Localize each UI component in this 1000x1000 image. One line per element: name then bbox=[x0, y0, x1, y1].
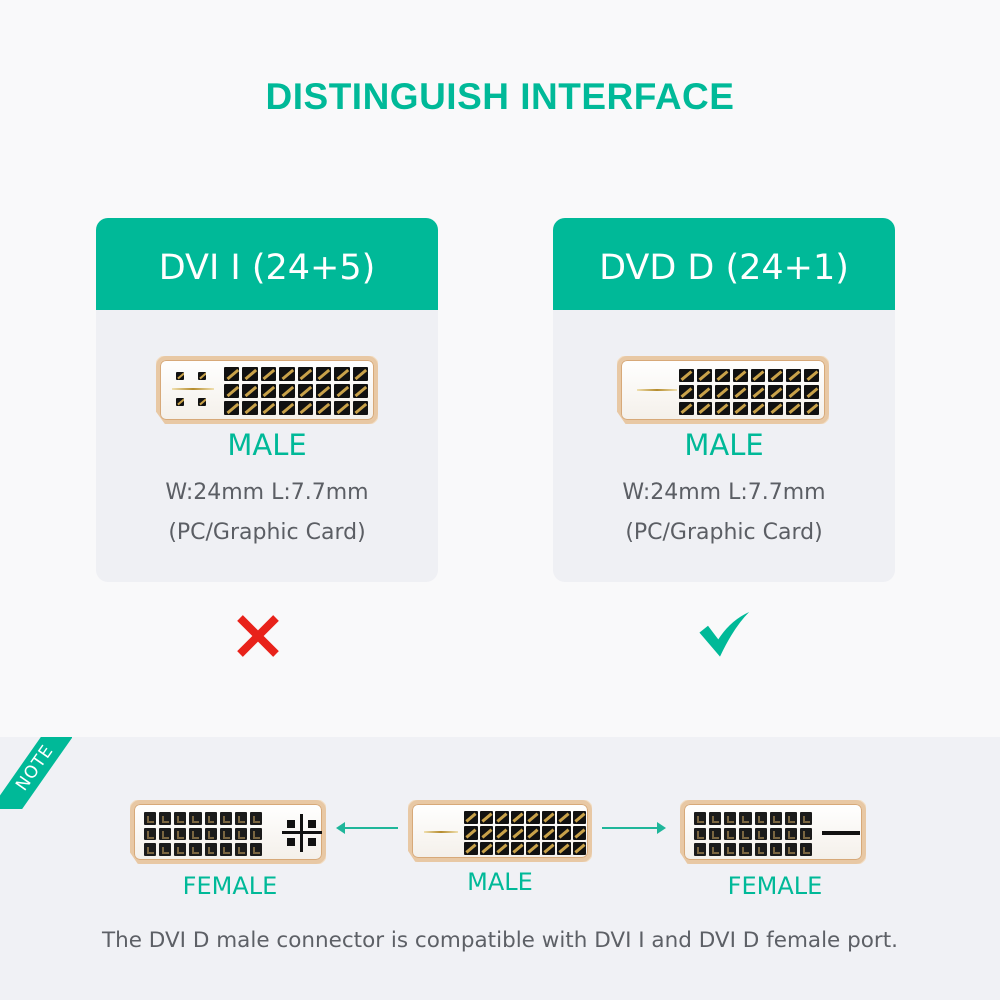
note-section bbox=[0, 737, 1000, 1000]
dvi-i-male-connector-icon bbox=[156, 356, 378, 424]
female-label-right: FEMALE bbox=[727, 872, 823, 900]
page-title: DISTINGUISH INTERFACE bbox=[265, 76, 735, 117]
connector-type-label: MALE bbox=[684, 428, 764, 462]
dimensions-text: W:24mm L:7.7mm bbox=[622, 480, 826, 505]
note-ribbon: NOTE bbox=[0, 737, 72, 809]
dimensions-text: W:24mm L:7.7mm bbox=[165, 480, 369, 505]
arrow-right-icon bbox=[602, 822, 666, 834]
female-label-left: FEMALE bbox=[182, 872, 278, 900]
dvi-i-female-connector-icon bbox=[130, 800, 326, 864]
dvi-d-male-connector-icon bbox=[617, 356, 829, 424]
usage-text: (PC/Graphic Card) bbox=[625, 520, 823, 545]
usage-text: (PC/Graphic Card) bbox=[168, 520, 366, 545]
cross-icon bbox=[237, 615, 279, 657]
compatibility-caption: The DVI D male connector is compatible w… bbox=[101, 928, 899, 953]
note-ribbon-label: NOTE bbox=[0, 737, 72, 809]
male-label-center: MALE bbox=[467, 868, 533, 896]
card-dvi-i: DVI I (24+5) MALE W:24mm L:7.7mm (PC/Gra… bbox=[96, 218, 438, 582]
arrow-left-icon bbox=[336, 822, 398, 834]
card-heading: DVD D (24+1) bbox=[553, 218, 895, 310]
check-icon bbox=[699, 612, 750, 657]
card-dvi-d: DVD D (24+1) MALE W:24mm L:7.7mm (PC/Gra… bbox=[553, 218, 895, 582]
card-heading: DVI I (24+5) bbox=[96, 218, 438, 310]
dvi-d-female-connector-icon bbox=[680, 800, 866, 864]
connector-type-label: MALE bbox=[227, 428, 307, 462]
dvi-d-male-connector-icon bbox=[408, 800, 592, 862]
